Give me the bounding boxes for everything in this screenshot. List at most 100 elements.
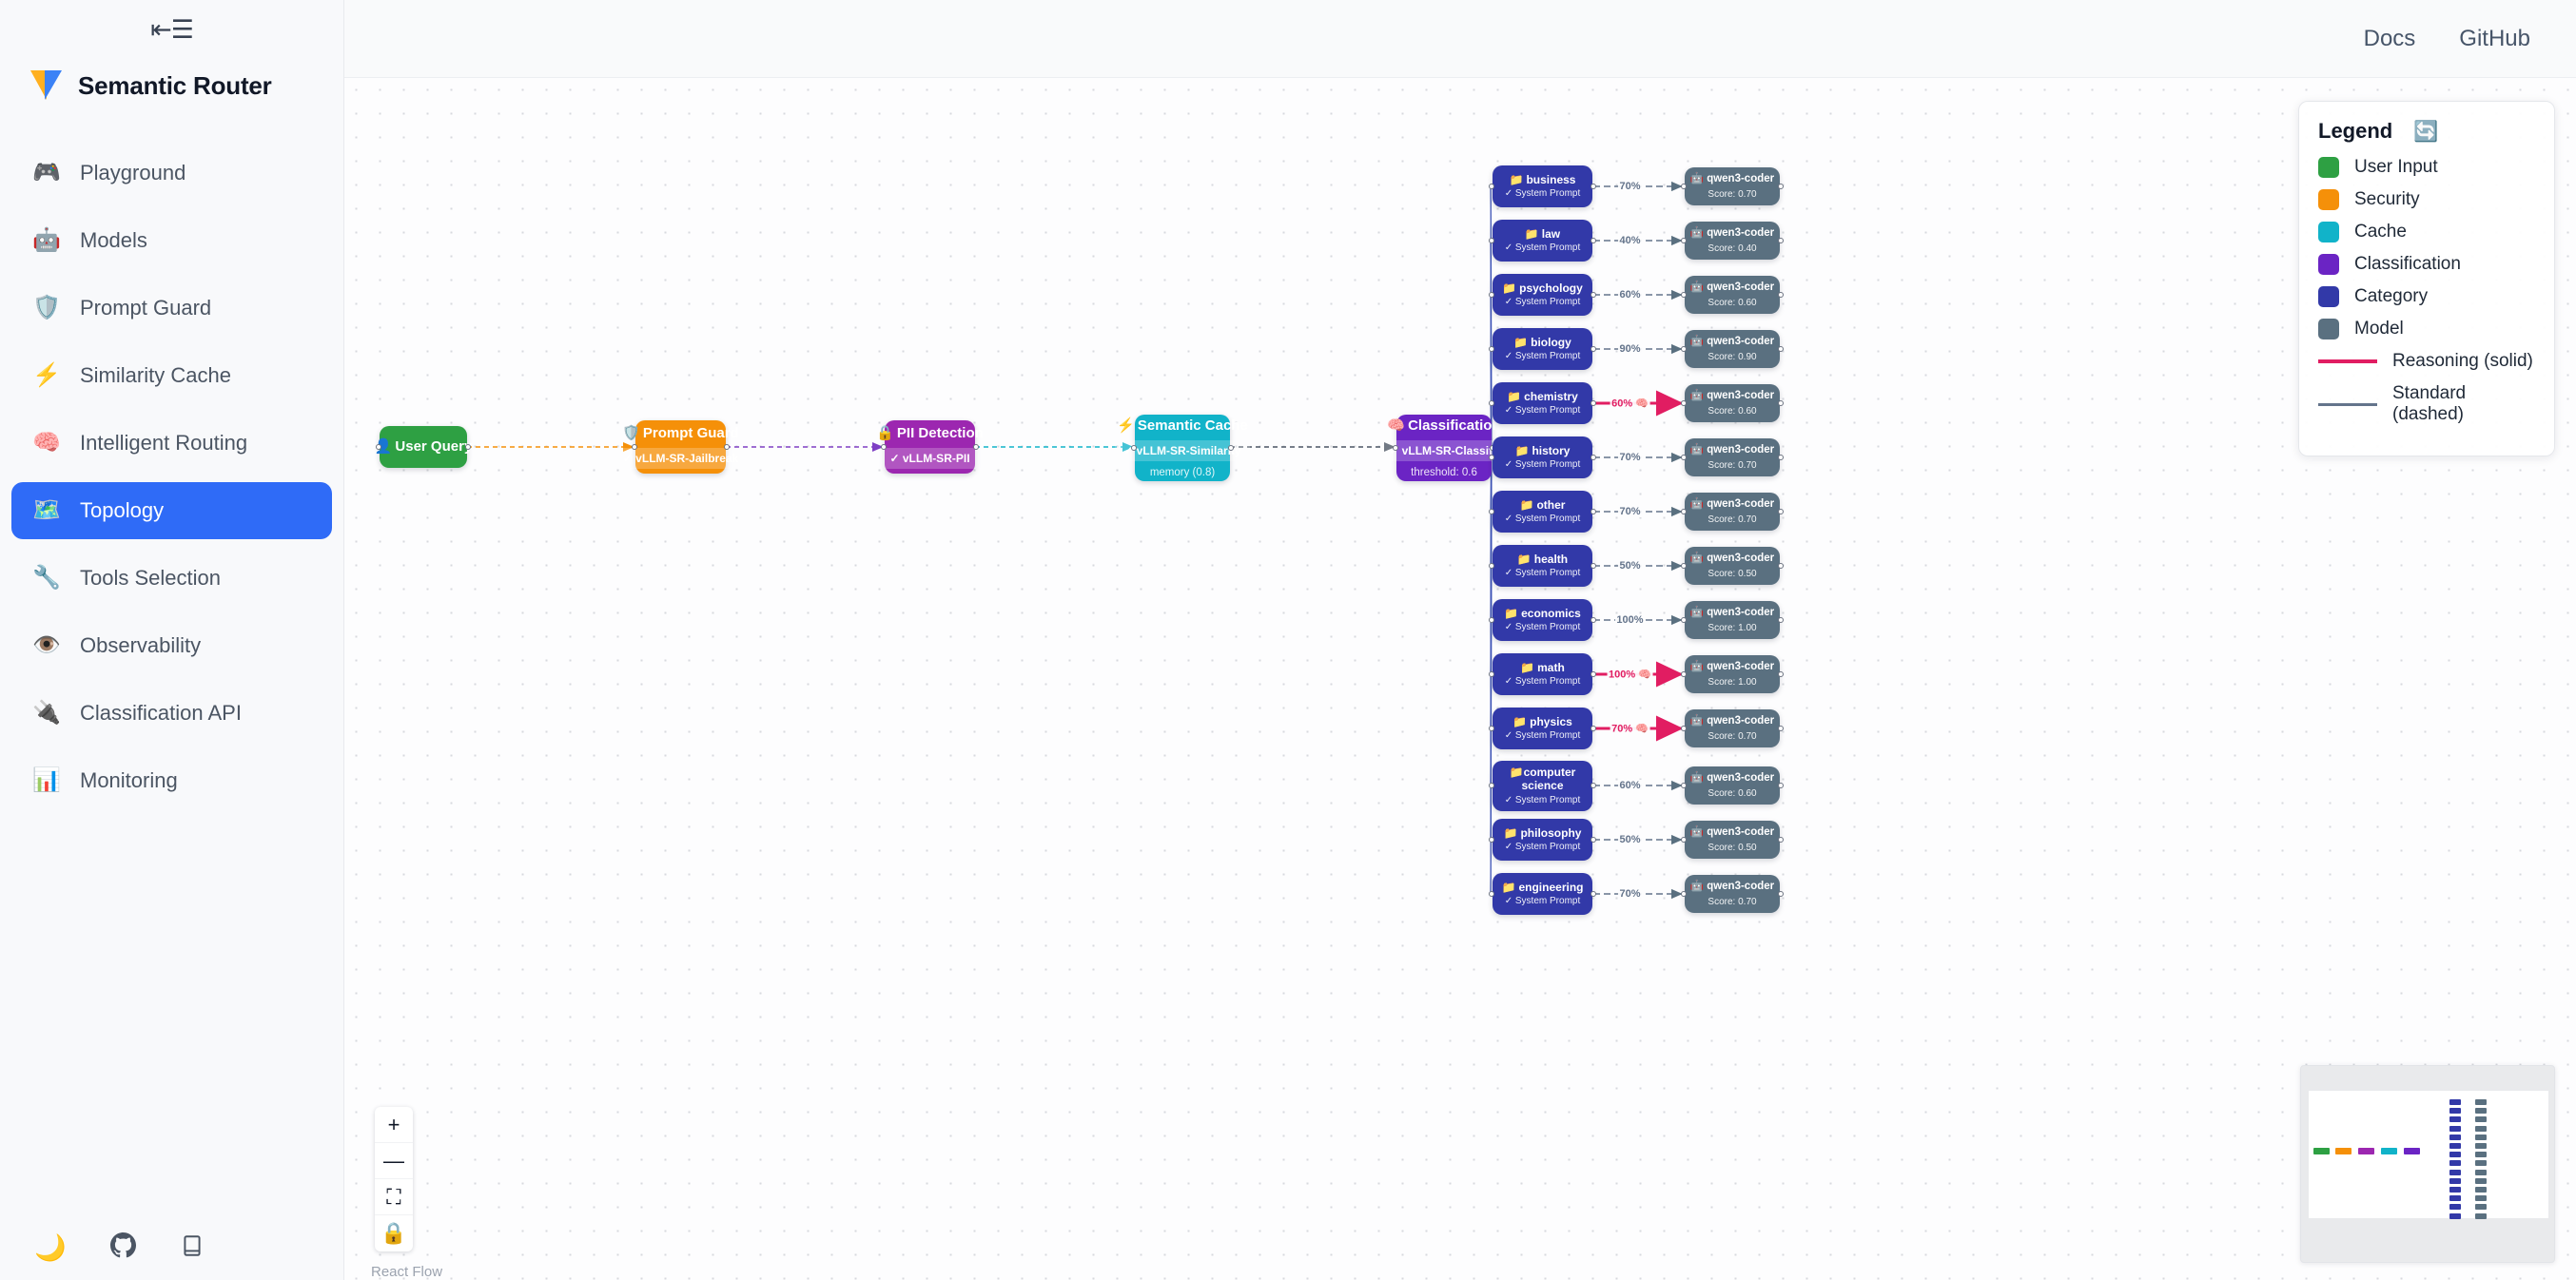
handle-left[interactable] (1681, 509, 1687, 514)
node-category-business[interactable]: 📁business✓ System Prompt (1489, 165, 1596, 207)
node-category-health[interactable]: 📁health✓ System Prompt (1489, 545, 1596, 587)
sidebar-item-classification-api[interactable]: 🔌Classification API (11, 685, 332, 742)
handle-left[interactable] (1681, 617, 1687, 623)
handle-left[interactable] (1489, 726, 1494, 731)
sidebar-item-prompt-guard[interactable]: 🛡️Prompt Guard (11, 280, 332, 337)
handle-right[interactable] (1778, 184, 1784, 189)
sidebar-item-playground[interactable]: 🎮Playground (11, 145, 332, 202)
handle-right[interactable] (1590, 509, 1596, 514)
handle-right[interactable] (1778, 563, 1784, 569)
handle-right[interactable] (1590, 837, 1596, 843)
handle-right[interactable] (1590, 292, 1596, 298)
handle-left[interactable] (1489, 400, 1494, 406)
handle-right[interactable] (1590, 783, 1596, 789)
handle-left[interactable] (1489, 238, 1494, 243)
handle-left[interactable] (881, 444, 887, 450)
node-category-economics[interactable]: 📁economics✓ System Prompt (1489, 599, 1596, 641)
handle-right[interactable] (1590, 671, 1596, 677)
handle-left[interactable] (1681, 455, 1687, 460)
handle-right[interactable] (1590, 726, 1596, 731)
sidebar-item-similarity-cache[interactable]: ⚡Similarity Cache (11, 347, 332, 404)
zoom-out-button[interactable]: — (375, 1143, 413, 1179)
handle-right[interactable] (973, 444, 979, 450)
handle-left[interactable] (1681, 292, 1687, 298)
handle-right[interactable] (1778, 238, 1784, 243)
node-prompt-guard[interactable]: 🛡️Prompt Guard✓ vLLM-SR-Jailbreak (614, 420, 748, 474)
handle-left[interactable] (1489, 617, 1494, 623)
handle-left[interactable] (1131, 445, 1137, 451)
handle-left[interactable] (1489, 671, 1494, 677)
handle-right[interactable] (1778, 455, 1784, 460)
zoom-in-button[interactable]: + (375, 1107, 413, 1143)
github-icon[interactable] (109, 1232, 136, 1263)
handle-right[interactable] (1778, 726, 1784, 731)
node-category-engineering[interactable]: 📁engineering✓ System Prompt (1489, 873, 1596, 915)
node-category-philosophy[interactable]: 📁philosophy✓ System Prompt (1489, 819, 1596, 861)
handle-right[interactable] (1590, 455, 1596, 460)
handle-left[interactable] (1489, 346, 1494, 352)
handle-right[interactable] (1778, 617, 1784, 623)
node-category-chemistry[interactable]: 📁chemistry✓ System Prompt (1489, 382, 1596, 424)
node-category-psychology[interactable]: 📁psychology✓ System Prompt (1489, 274, 1596, 316)
handle-left[interactable] (1681, 726, 1687, 731)
handle-left[interactable] (1489, 184, 1494, 189)
handle-right[interactable] (1778, 783, 1784, 788)
dark-mode-icon[interactable]: 🌙 (34, 1232, 67, 1262)
handle-left[interactable] (1681, 837, 1687, 843)
sidebar-item-models[interactable]: 🤖Models (11, 212, 332, 269)
node-category-physics[interactable]: 📁physics✓ System Prompt (1489, 708, 1596, 749)
handle-left[interactable] (1393, 445, 1398, 451)
handle-right[interactable] (1228, 445, 1234, 451)
sidebar-item-monitoring[interactable]: 📊Monitoring (11, 752, 332, 809)
handle-left[interactable] (1681, 400, 1687, 406)
collapse-sidebar-icon[interactable]: ⇤☰ (150, 14, 194, 44)
handle-right[interactable] (1590, 891, 1596, 897)
docs-link[interactable]: Docs (2363, 25, 2416, 51)
handle-left[interactable] (1489, 891, 1494, 897)
handle-left[interactable] (1489, 563, 1494, 569)
handle-right[interactable] (1778, 891, 1784, 897)
handle-right[interactable] (1590, 400, 1596, 406)
handle-left[interactable] (1681, 671, 1687, 677)
handle-right[interactable] (1778, 292, 1784, 298)
node-category-computer-science[interactable]: 📁computer science✓ System Prompt (1489, 761, 1596, 811)
node-user-query[interactable]: 👤User Query (375, 426, 472, 468)
handle-right[interactable] (1778, 346, 1784, 352)
node-category-math[interactable]: 📁math✓ System Prompt (1489, 653, 1596, 695)
handle-left[interactable] (1681, 891, 1687, 897)
node-category-biology[interactable]: 📁biology✓ System Prompt (1489, 328, 1596, 370)
attribution[interactable]: React Flow (371, 1264, 443, 1280)
handle-right[interactable] (1590, 563, 1596, 569)
sidebar-item-tools-selection[interactable]: 🔧Tools Selection (11, 550, 332, 607)
handle-right[interactable] (1778, 837, 1784, 843)
node-category-law[interactable]: 📁law✓ System Prompt (1489, 220, 1596, 262)
handle-left[interactable] (1681, 184, 1687, 189)
handle-left[interactable] (1489, 509, 1494, 514)
handle-left[interactable] (1489, 455, 1494, 460)
handle-right[interactable] (1590, 238, 1596, 243)
sidebar-item-observability[interactable]: 👁️Observability (11, 617, 332, 674)
handle-left[interactable] (1681, 783, 1687, 788)
handle-left[interactable] (632, 444, 637, 450)
refresh-icon[interactable]: 🔄 (2413, 120, 2439, 143)
sidebar-item-topology[interactable]: 🗺️Topology (11, 482, 332, 539)
handle-left[interactable] (376, 444, 381, 450)
lock-button[interactable]: 🔒 (381, 1221, 407, 1245)
handle-left[interactable] (1489, 292, 1494, 298)
handle-right[interactable] (1778, 509, 1784, 514)
node-pii-detection[interactable]: 🔒PII Detection✓ vLLM-SR-PII (876, 420, 984, 474)
fit-view-button[interactable]: ⛶ (375, 1179, 413, 1215)
